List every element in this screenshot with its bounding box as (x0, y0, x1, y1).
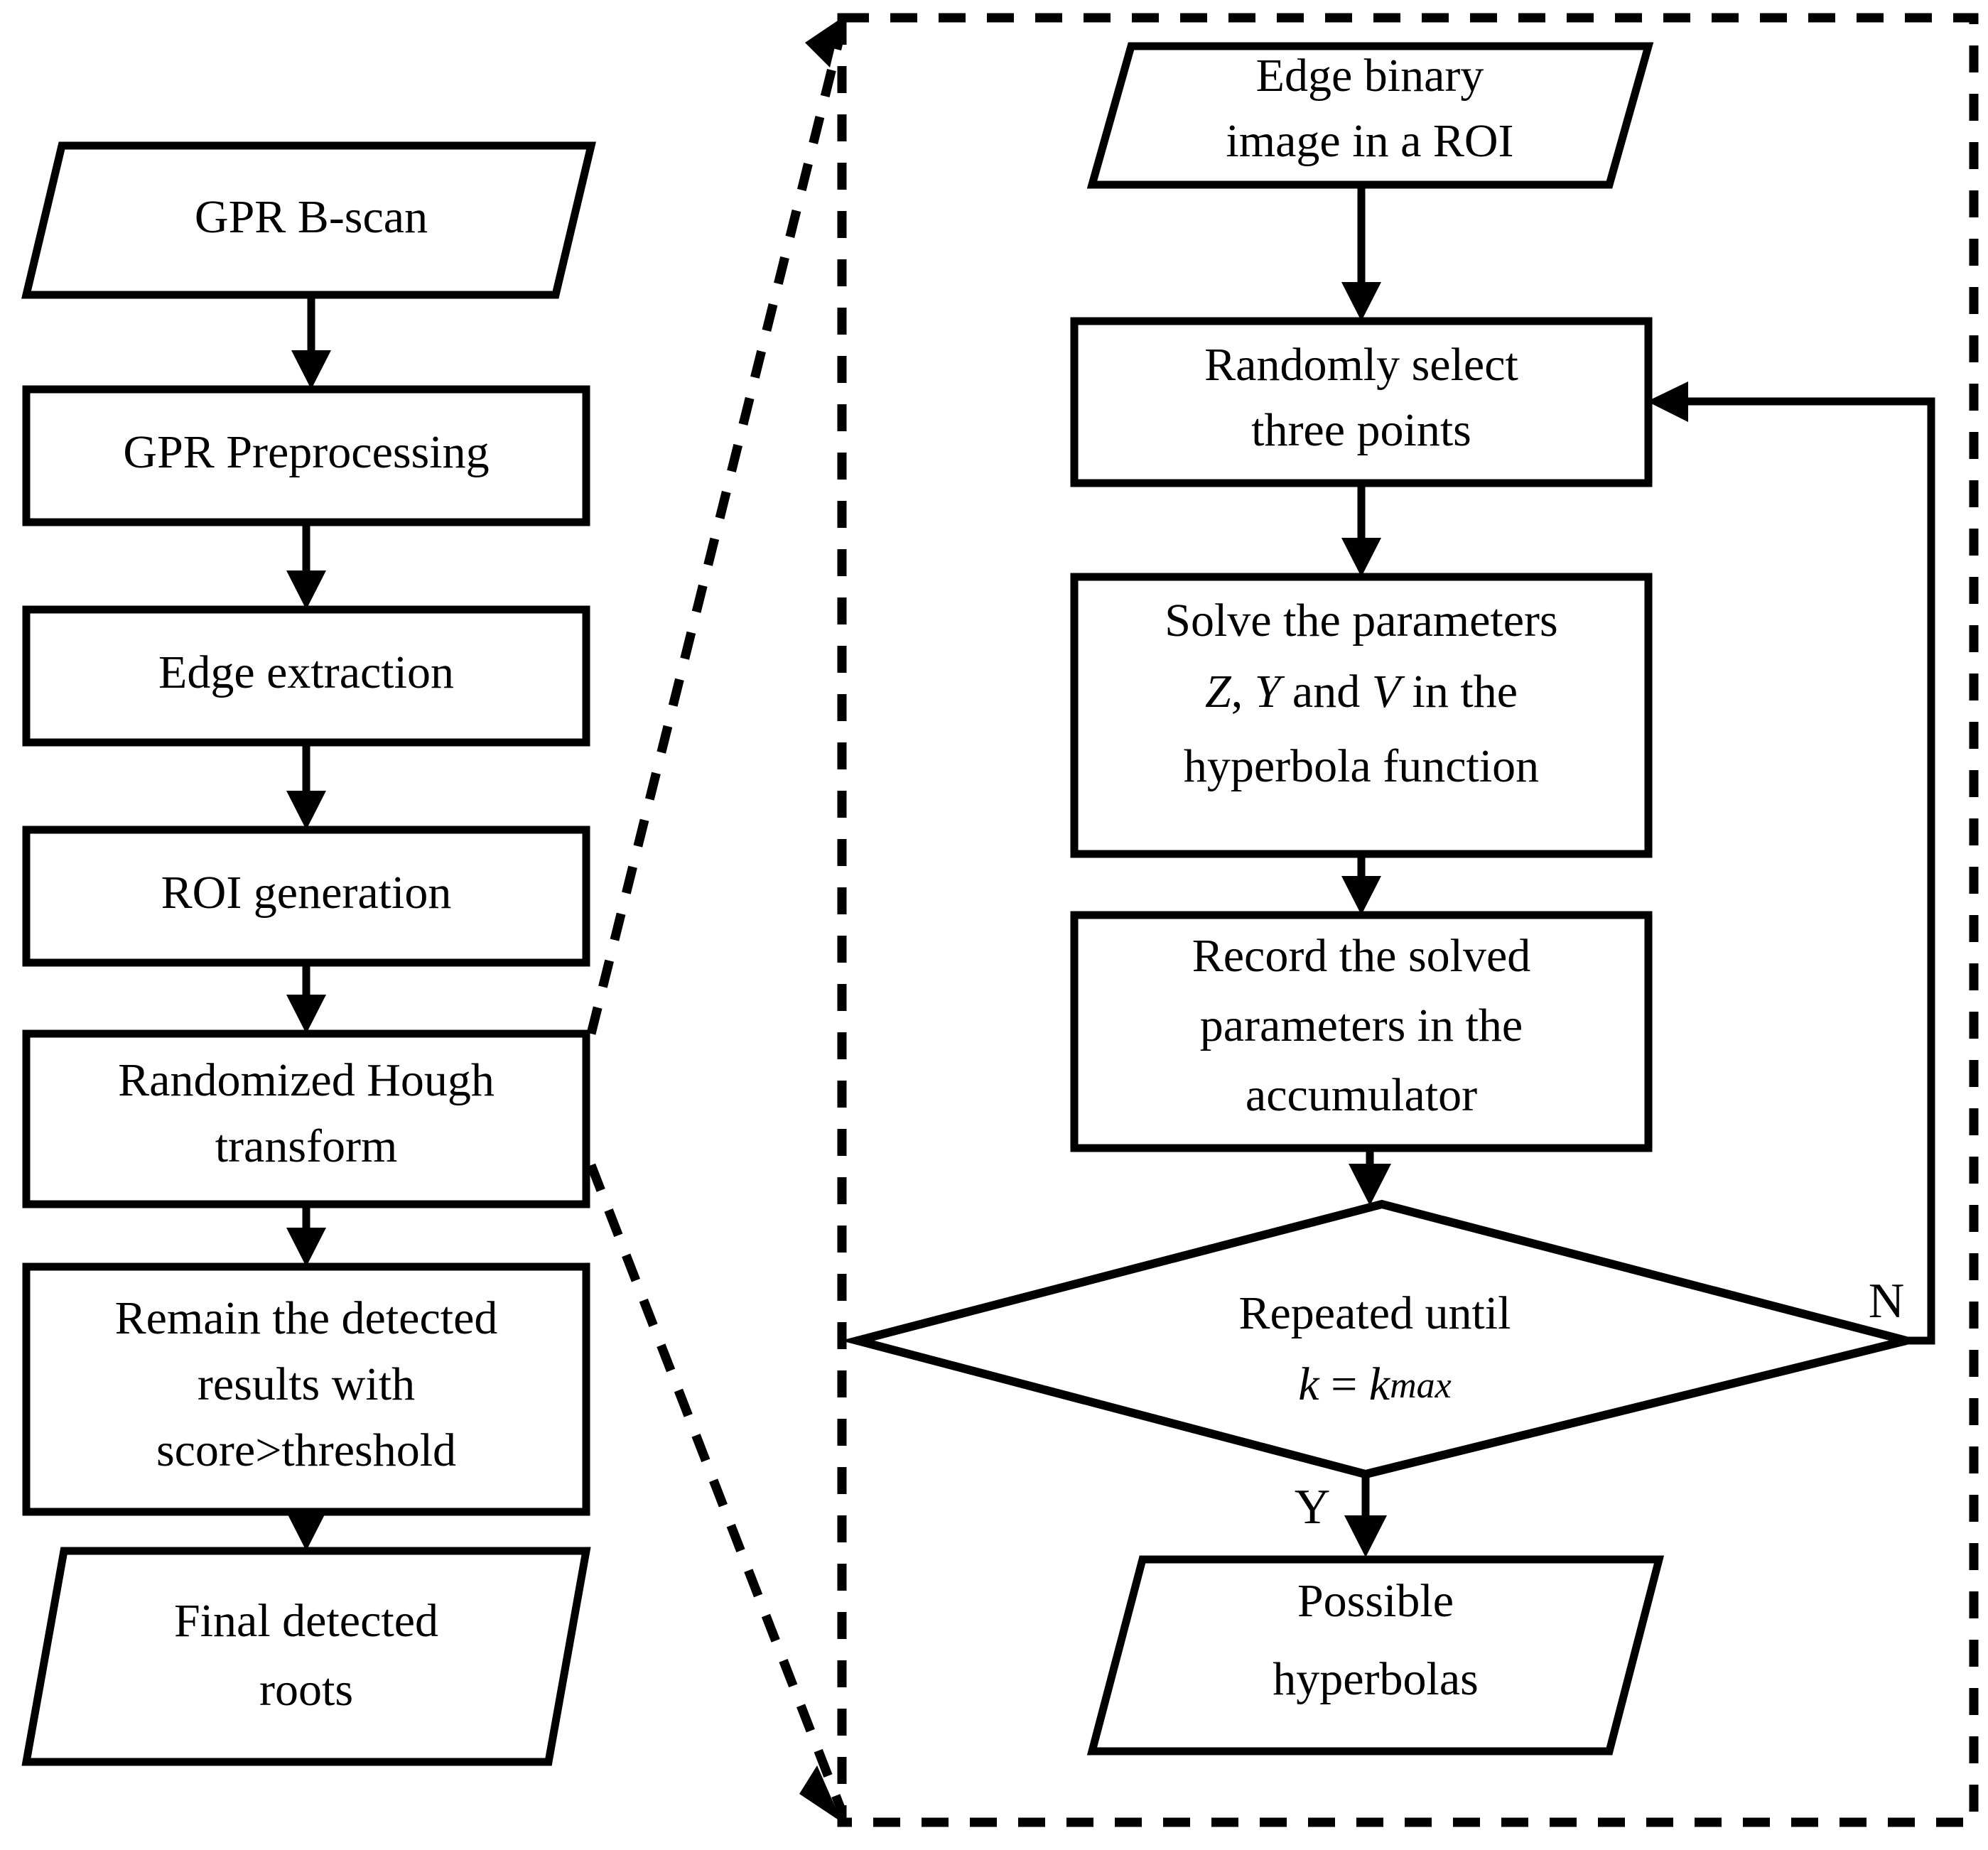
node-record-parameters-label-line1: Record the solved (1192, 930, 1531, 982)
arrowhead-select-to-solve (1341, 538, 1381, 577)
callout-arrowhead-bottom (799, 1765, 842, 1822)
callout-arrowhead-top (805, 18, 842, 67)
node-possible-hyperbolas-label-line2: hyperbolas (1273, 1653, 1479, 1705)
solve-sep1: , (1231, 666, 1255, 718)
node-select-points-label-line1: Randomly select (1204, 339, 1518, 391)
node-randomized-hough-label-line1: Randomized Hough (118, 1054, 495, 1106)
node-final-roots-label-line1: Final detected (174, 1595, 438, 1647)
node-edge-extraction[interactable] (22, 605, 590, 747)
node-remain-results-label-line2: results with (198, 1358, 415, 1410)
node-possible-hyperbolas[interactable] (1086, 1555, 1665, 1756)
callout-line-top (586, 27, 847, 1035)
node-select-points[interactable] (1070, 317, 1653, 487)
solve-var-z: Z (1205, 666, 1232, 718)
solve-mid: and (1280, 666, 1371, 718)
decision-var-k: k (1298, 1358, 1320, 1410)
arrowhead-decision-no-feedback (1647, 382, 1688, 422)
arrowhead-remain-to-final-roots (286, 1512, 326, 1551)
node-solve-parameters-label-line1: Solve the parameters (1165, 595, 1557, 647)
arrowhead-preprocessing-to-edge-extraction (286, 570, 326, 610)
solve-var-v: V (1372, 666, 1405, 718)
branch-label-yes: Y (1295, 1480, 1331, 1535)
arrowhead-roi-to-hough (286, 995, 326, 1034)
node-edge-extraction-label: Edge extraction (158, 647, 454, 698)
arrowhead-binary-to-select (1341, 282, 1381, 321)
node-record-parameters-label-line2: parameters in the (1200, 1000, 1523, 1051)
arrowhead-edge-extraction-to-roi (286, 791, 326, 830)
node-randomized-hough-label-line2: transform (215, 1120, 398, 1172)
node-roi-generation-label: ROI generation (161, 867, 452, 919)
node-final-roots[interactable] (21, 1547, 591, 1766)
branch-label-no: N (1869, 1274, 1905, 1329)
arrowhead-bscan-to-preprocessing (291, 350, 331, 389)
node-repeat-decision-label-line2: k = kmax (1298, 1358, 1451, 1410)
node-edge-binary-roi-label-line2: image in a ROI (1226, 115, 1513, 167)
node-edge-binary-roi[interactable] (1086, 42, 1654, 189)
node-solve-parameters-label-line3: hyperbola function (1184, 740, 1539, 792)
node-gpr-b-scan[interactable] (21, 141, 596, 299)
edge-decision-no-feedback (1684, 397, 1935, 1345)
decision-var-kmax-base: k (1369, 1358, 1391, 1410)
node-final-roots-label-line2: roots (259, 1664, 353, 1716)
arrowhead-solve-to-record (1341, 876, 1381, 915)
callout-line-bottom (586, 1163, 847, 1814)
node-select-points-label-line2: three points (1251, 404, 1471, 456)
decision-eq: = (1319, 1358, 1369, 1410)
node-remain-results-label-line1: Remain the detected (115, 1292, 498, 1344)
node-remain-results-label-line3: score>threshold (156, 1424, 456, 1476)
node-record-parameters[interactable] (1070, 911, 1653, 1152)
node-gpr-b-scan-label: GPR B-scan (195, 191, 428, 243)
arrowhead-record-to-decision (1349, 1164, 1391, 1206)
node-gpr-preprocessing[interactable] (22, 385, 590, 526)
node-solve-parameters-label-line2: Z, Y and V in the (1205, 666, 1518, 718)
node-roi-generation[interactable] (22, 826, 590, 967)
solve-var-y: Y (1255, 666, 1285, 718)
node-edge-binary-roi-label-line1: Edge binary (1256, 50, 1484, 102)
solve-tail: in the (1400, 666, 1518, 718)
arrowhead-decision-yes (1344, 1515, 1387, 1557)
node-gpr-preprocessing-label: GPR Preprocessing (123, 426, 489, 478)
node-record-parameters-label-line3: accumulator (1246, 1069, 1477, 1121)
decision-var-kmax-sub: max (1390, 1365, 1452, 1406)
node-possible-hyperbolas-label-line1: Possible (1297, 1575, 1454, 1627)
arrowhead-hough-to-remain (286, 1228, 326, 1267)
node-repeat-decision-label-line1: Repeated until (1238, 1287, 1511, 1339)
